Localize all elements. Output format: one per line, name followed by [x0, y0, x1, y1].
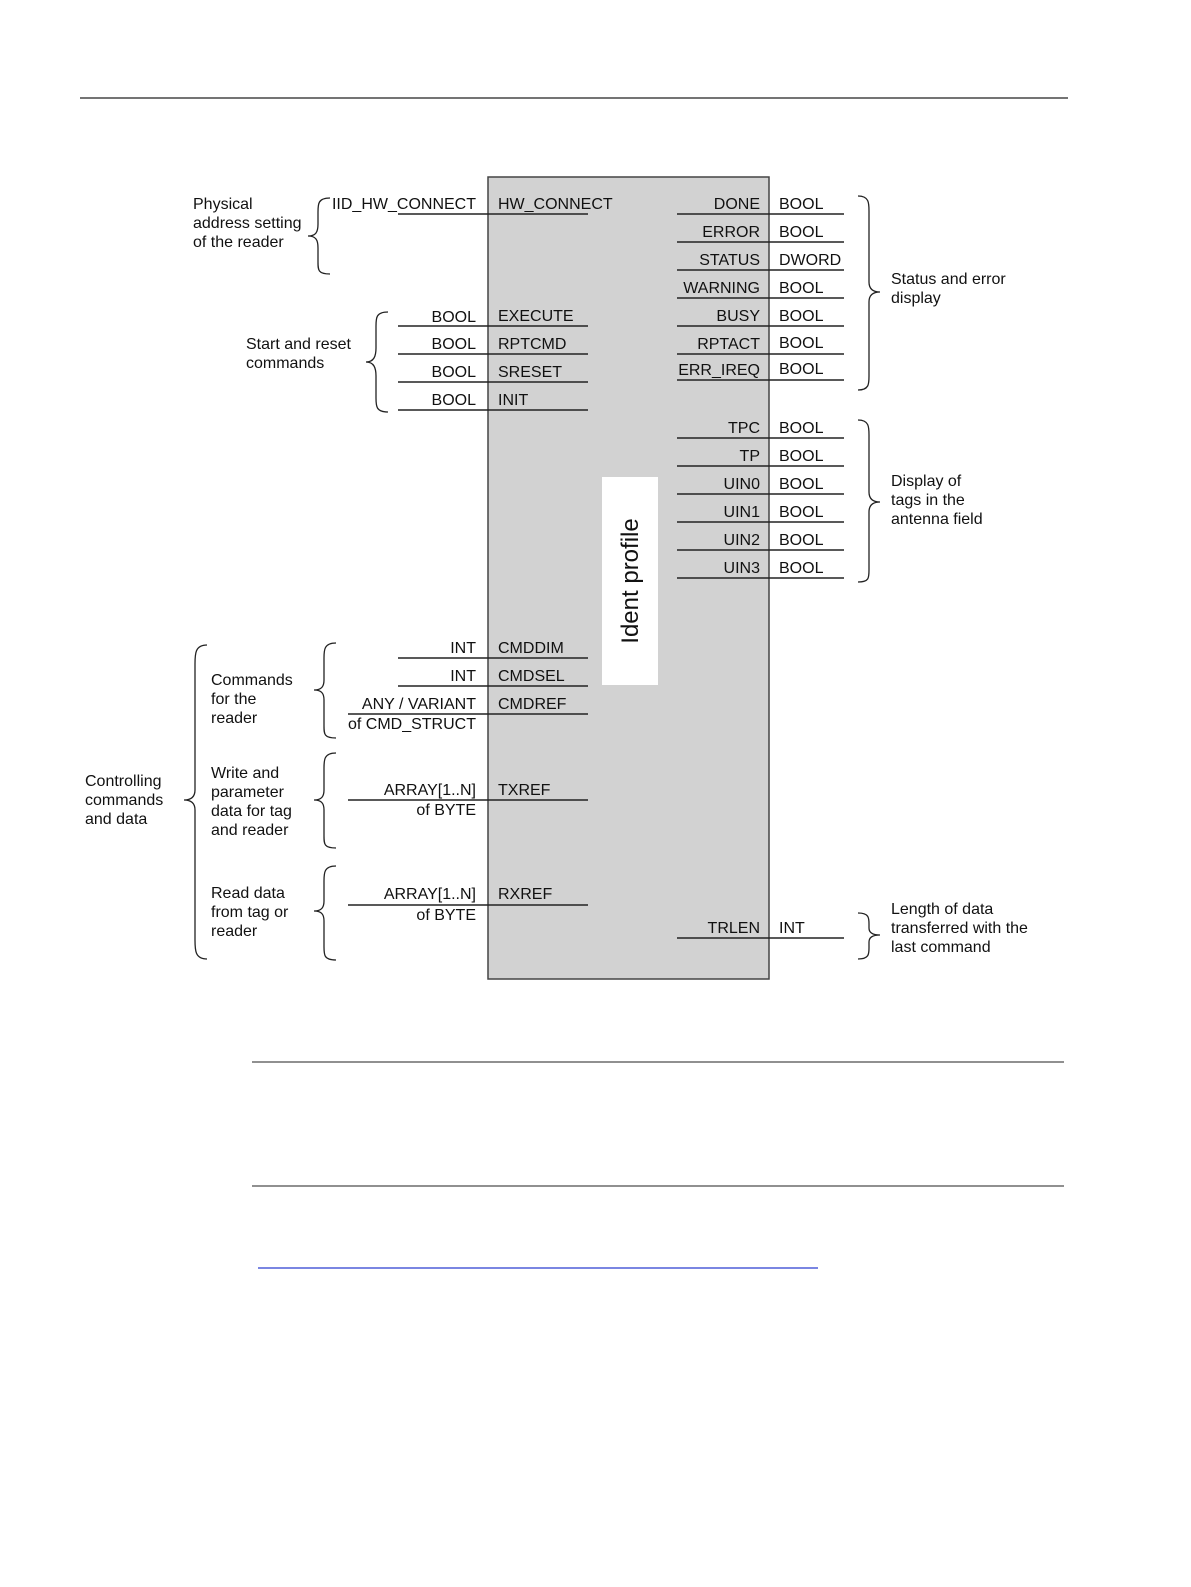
output-type-status: DWORD [779, 252, 841, 269]
output-name-err-ireq: ERR_IREQ [678, 362, 760, 379]
output-name-error: ERROR [702, 224, 760, 241]
output-name-rptact: RPTACT [697, 336, 760, 353]
output-type-done: BOOL [779, 196, 824, 213]
brace-display-tags [857, 419, 881, 583]
input-type2-cmdref: of CMD_STRUCT [348, 716, 476, 733]
output-type-warning: BOOL [779, 280, 824, 297]
input-type-cmdref: ANY / VARIANT [362, 696, 476, 713]
output-name-uin2: UIN2 [724, 532, 761, 549]
input-name-execute: EXECUTE [498, 308, 574, 325]
input-type-hw-connect: IID_HW_CONNECT [332, 196, 476, 213]
input-type-cmdsel: INT [450, 668, 476, 685]
brace-controlling [183, 644, 208, 960]
brace-write-param [313, 752, 337, 849]
brace-physical [307, 197, 331, 275]
input-type-init: BOOL [432, 392, 477, 409]
input-name-sreset: SRESET [498, 364, 562, 381]
braces [183, 195, 881, 961]
output-lines [677, 213, 844, 939]
output-name-status: STATUS [699, 252, 760, 269]
input-name-init: INIT [498, 392, 528, 409]
output-type-rptact: BOOL [779, 335, 824, 352]
input-type-cmddim: INT [450, 640, 476, 657]
input-name-cmddim: CMDDIM [498, 640, 564, 657]
group-write-param: Write and parameter data for tag and rea… [211, 765, 296, 839]
output-name-uin0: UIN0 [724, 476, 761, 493]
output-type-uin2: BOOL [779, 532, 824, 549]
group-display-tags: Display of tags in the antenna field [891, 473, 983, 528]
group-physical: Physical address setting of the reader [193, 196, 306, 251]
output-name-warning: WARNING [683, 280, 760, 297]
output-type-trlen: INT [779, 920, 805, 937]
output-name-uin3: UIN3 [724, 560, 761, 577]
output-name-busy: BUSY [716, 308, 760, 325]
group-start-reset: Start and reset commands [246, 336, 355, 372]
output-type-uin3: BOOL [779, 560, 824, 577]
input-type-execute: BOOL [432, 309, 477, 326]
input-type-rptcmd: BOOL [432, 336, 477, 353]
output-type-tp: BOOL [779, 448, 824, 465]
output-name-trlen: TRLEN [708, 920, 760, 937]
output-name-tpc: TPC [728, 420, 760, 437]
brace-read-data [313, 865, 337, 961]
group-commands-reader: Commands for the reader [211, 672, 297, 727]
output-type-uin1: BOOL [779, 504, 824, 521]
input-type-rxref: ARRAY[1..N] [384, 886, 476, 903]
group-read-data: Read data from tag or reader [211, 885, 293, 940]
group-controlling: Controlling commands and data [85, 773, 168, 828]
input-name-rptcmd: RPTCMD [498, 336, 566, 353]
input-name-txref: TXREF [498, 782, 551, 799]
input-type-txref: ARRAY[1..N] [384, 782, 476, 799]
brace-status-error [857, 195, 881, 391]
input-name-rxref: RXREF [498, 886, 552, 903]
group-status-error: Status and error display [891, 271, 1010, 307]
brace-start-reset [365, 311, 389, 413]
output-type-uin0: BOOL [779, 476, 824, 493]
input-name-hw-connect: HW_CONNECT [498, 196, 613, 213]
input-lines [348, 213, 588, 906]
output-type-err-ireq: BOOL [779, 361, 824, 378]
block-title: Ident profile [617, 518, 644, 643]
output-type-busy: BOOL [779, 308, 824, 325]
output-name-tp: TP [740, 448, 760, 465]
brace-length-data [857, 912, 881, 960]
output-name-done: DONE [714, 196, 760, 213]
input-name-cmdsel: CMDSEL [498, 668, 565, 685]
output-type-tpc: BOOL [779, 420, 824, 437]
group-length-data: Length of data transferred with the last… [891, 901, 1032, 956]
input-type2-rxref: of BYTE [416, 907, 476, 924]
output-name-uin1: UIN1 [724, 504, 761, 521]
input-type-sreset: BOOL [432, 364, 477, 381]
output-type-error: BOOL [779, 224, 824, 241]
input-type2-txref: of BYTE [416, 802, 476, 819]
input-name-cmdref: CMDREF [498, 696, 567, 713]
block-title-box [602, 477, 658, 685]
brace-commands-reader [313, 642, 337, 739]
